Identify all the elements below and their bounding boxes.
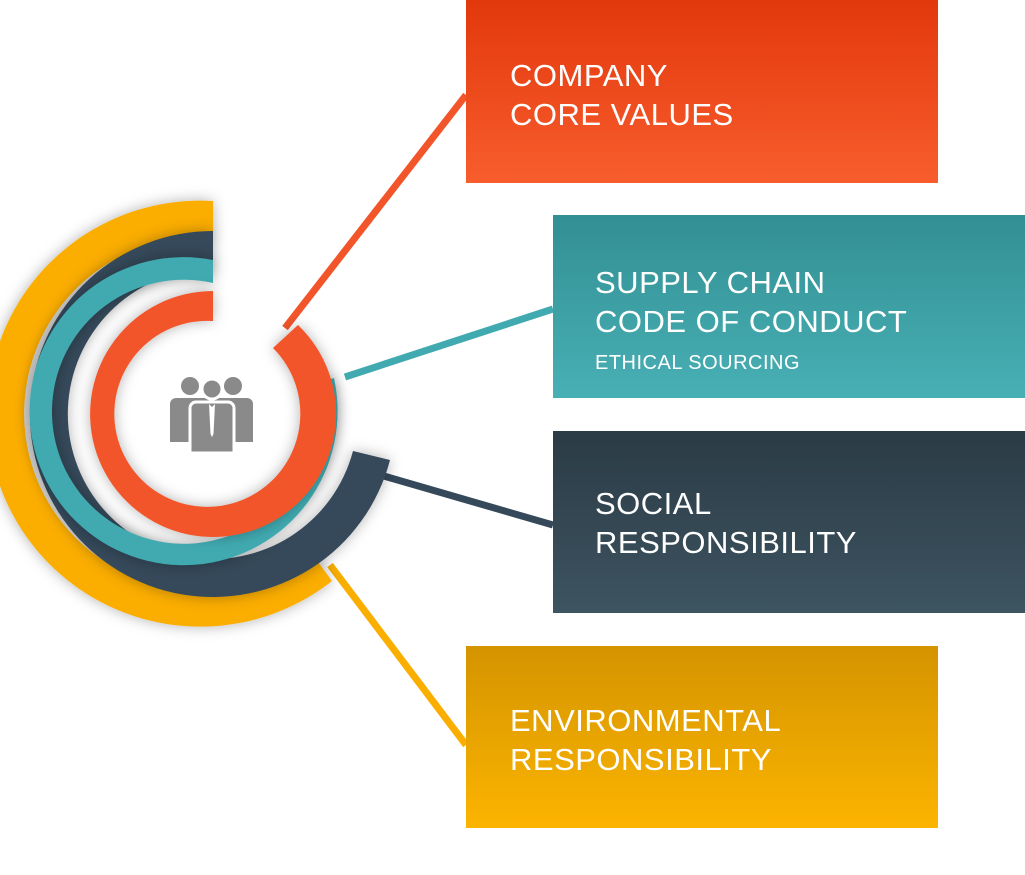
connector-line-supply [343,305,555,381]
card-environmental-responsibility: ENVIRONMENTAL RESPONSIBILITY [466,646,938,828]
ring-environmental [0,200,332,627]
connector-line-env [327,562,469,748]
connector-line-social [369,468,554,529]
people-group-icon [170,377,253,455]
card-company-core-values: COMPANY CORE VALUES [466,0,938,183]
card-title: ENVIRONMENTAL RESPONSIBILITY [510,703,782,777]
card-supply-chain-code-of-conduct: SUPPLY CHAIN CODE OF CONDUCT ETHICAL SOU… [553,215,1025,398]
card-title: SOCIAL RESPONSIBILITY [595,486,857,560]
connector-line-core [282,92,469,331]
card-title: COMPANY CORE VALUES [510,58,734,132]
card-title: SUPPLY CHAIN CODE OF CONDUCT [595,265,908,339]
card-social-responsibility: SOCIAL RESPONSIBILITY [553,431,1025,613]
card-subtitle: ETHICAL SOURCING [595,352,801,374]
